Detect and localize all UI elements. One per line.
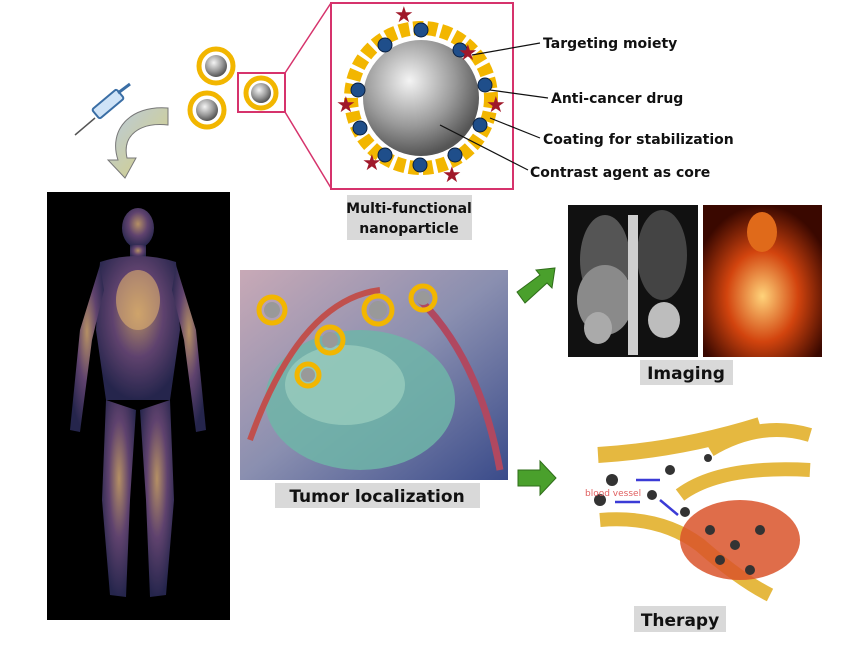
syringe-icon	[74, 82, 131, 136]
svg-text:★: ★	[442, 163, 462, 188]
blood-vessel-label: blood vessel	[585, 489, 641, 499]
therapy-illustration: blood vessel	[585, 417, 813, 602]
caption-nanoparticle: nanoparticle	[359, 221, 458, 237]
label-anti-cancer-drug: Anti-cancer drug	[551, 91, 683, 107]
svg-text:★: ★	[394, 3, 414, 28]
arrow-to-imaging-icon	[516, 267, 556, 304]
zoom-box-small	[237, 72, 286, 113]
human-body-image	[47, 192, 230, 620]
small-nanoparticles	[187, 2, 332, 189]
arrow-to-therapy-icon	[517, 459, 557, 497]
tumor-image	[240, 270, 508, 480]
caption-imaging: Imaging	[647, 364, 725, 384]
svg-text:★: ★	[336, 93, 356, 118]
caption-multifunctional: Multi-functional	[346, 201, 472, 217]
label-coating: Coating for stabilization	[543, 132, 734, 148]
svg-text:★: ★	[486, 93, 506, 118]
ct-scan-image	[568, 205, 698, 357]
label-contrast-agent: Contrast agent as core	[530, 165, 710, 181]
caption-tumor-localization: Tumor localization	[289, 487, 464, 507]
curved-arrow-icon	[106, 107, 169, 179]
svg-text:★: ★	[362, 151, 382, 176]
pet-scan-image	[703, 205, 822, 357]
caption-therapy: Therapy	[641, 611, 719, 631]
nanoparticle-detail: ★ ★ ★ ★ ★ ★ Targeting moiety Anti-cancer dru…	[330, 2, 734, 190]
label-targeting-moiety: Targeting moiety	[543, 36, 677, 52]
svg-text:★: ★	[458, 41, 478, 66]
